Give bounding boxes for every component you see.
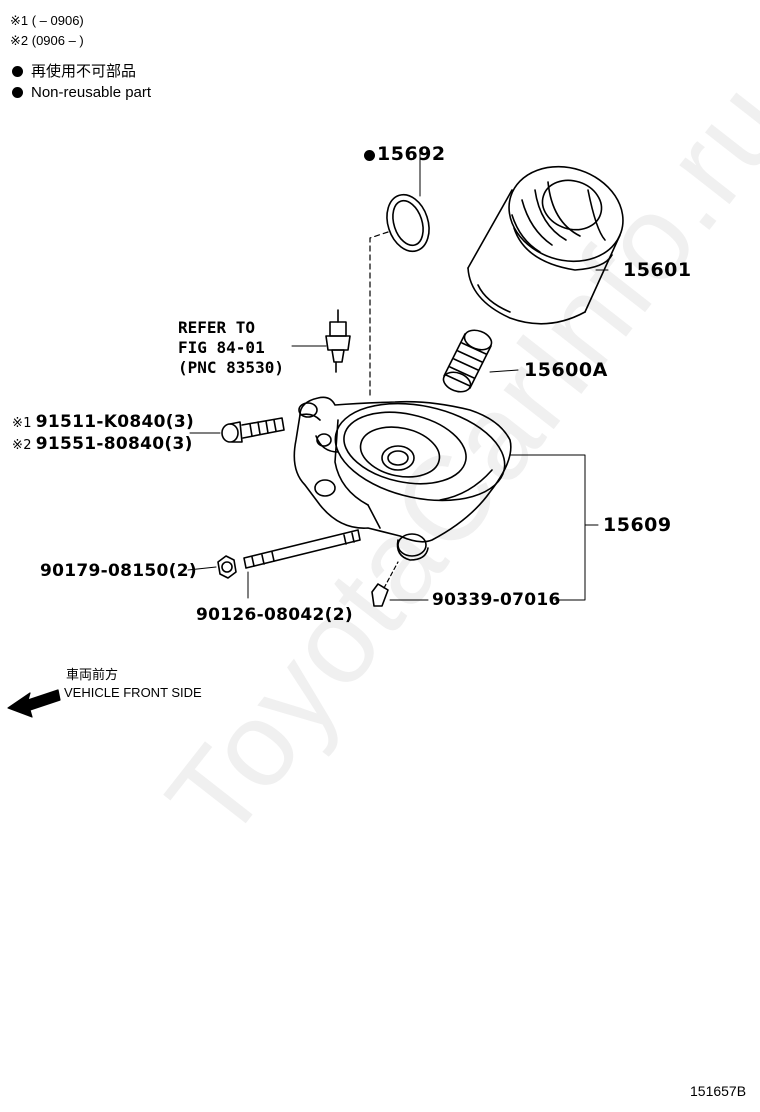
direction-jp: 車両前方	[66, 667, 119, 682]
label-15692: 15692	[364, 143, 446, 165]
bracket-housing-drawing	[293, 396, 512, 561]
stud-drawing	[243, 529, 361, 569]
refer-line-1: REFER TO	[178, 318, 256, 337]
bolt2-mark: ※2	[12, 438, 32, 453]
plug-drawing	[371, 561, 399, 607]
bolt1-text: 91511-K0840(3)	[35, 412, 195, 432]
non-reusable-dot-icon	[12, 66, 23, 77]
non-reusable-dot-icon	[364, 150, 375, 161]
figure-id: 151657B	[690, 1083, 747, 1099]
legend-jp-text: 再使用不可部品	[31, 63, 137, 80]
label-stud: 90126-08042(2)	[196, 605, 353, 625]
label-15600A: 15600A	[524, 359, 608, 381]
bolt-drawing	[221, 417, 285, 443]
non-reusable-dot-icon	[12, 87, 23, 98]
nut-drawing	[217, 555, 237, 579]
legend-en-text: Non-reusable part	[31, 84, 152, 101]
legend-jp: 再使用不可部品	[12, 62, 136, 81]
oil-filter-drawing	[467, 165, 624, 325]
note-1: ※1 ( – 0906)	[10, 13, 84, 28]
bolt1-mark: ※1	[12, 416, 32, 431]
legend-en: Non-reusable part	[12, 83, 151, 102]
refer-line-2: FIG 84-01	[178, 338, 265, 357]
note-2: ※2 (0906 – )	[10, 33, 84, 48]
label-15601: 15601	[623, 259, 692, 281]
front-arrow-drawing	[7, 689, 61, 718]
part-15692-text: 15692	[377, 143, 446, 165]
bolt2-text: 91551-80840(3)	[35, 434, 193, 454]
label-plug: 90339-07016	[432, 590, 561, 610]
o-ring-drawing	[386, 193, 430, 253]
label-nut: 90179-08150(2)	[40, 561, 197, 581]
pressure-switch-drawing	[325, 309, 351, 373]
direction-en: VEHICLE FRONT SIDE	[64, 685, 202, 700]
refer-line-3: (PNC 83530)	[178, 358, 284, 377]
union-drawing	[442, 329, 493, 393]
label-15609: 15609	[603, 514, 672, 536]
